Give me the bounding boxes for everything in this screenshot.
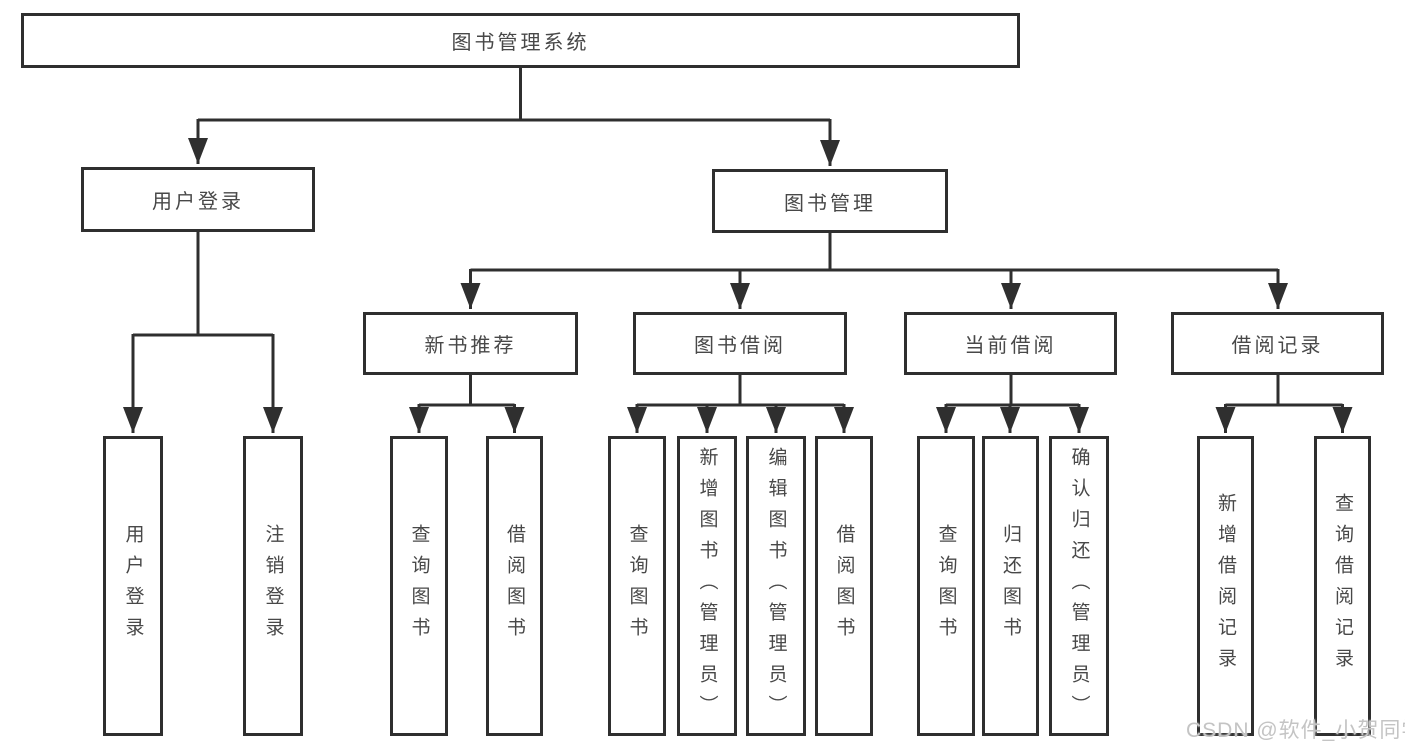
leaf-current-query-books: 查询图书 — [917, 436, 975, 736]
leaf-return-books: 归还图书 — [982, 436, 1039, 736]
leaf-recommend-borrow-books: 借阅图书 — [486, 436, 543, 736]
leaf-add-borrow-record: 新增借阅记录 — [1197, 436, 1254, 736]
node-book-management-label: 图书管理 — [784, 192, 876, 215]
leaf-add-books-admin: 新增图书（管理员） — [677, 436, 737, 736]
leaf-borrow-books: 借阅图书 — [815, 436, 873, 736]
node-new-book-recommend-label: 新书推荐 — [424, 335, 517, 357]
leaf-add-borrow-record-label: 新增借阅记录 — [1215, 493, 1236, 679]
node-book-borrowing: 图书借阅 — [633, 312, 847, 375]
leaf-query-borrow-record-label: 查询借阅记录 — [1332, 493, 1353, 679]
leaf-borrow-query-books-label: 查询图书 — [626, 524, 648, 648]
leaf-recommend-borrow-books-label: 借阅图书 — [504, 524, 525, 648]
leaf-user-login-label: 用户登录 — [122, 524, 144, 648]
node-book-management: 图书管理 — [712, 169, 948, 233]
leaf-recommend-query-books-label: 查询图书 — [408, 524, 430, 648]
leaf-user-login: 用户登录 — [103, 436, 163, 736]
node-user-login-label: 用户登录 — [152, 191, 244, 213]
node-borrowing-records: 借阅记录 — [1171, 312, 1384, 375]
node-root: 图书管理系统 — [21, 13, 1020, 68]
node-user-login: 用户登录 — [81, 167, 315, 232]
node-current-borrowing-label: 当前借阅 — [964, 335, 1057, 357]
node-new-book-recommend: 新书推荐 — [363, 312, 578, 375]
leaf-confirm-return-admin: 确认归还（管理员） — [1049, 436, 1109, 736]
leaf-confirm-return-admin-label: 确认归还（管理员） — [1068, 446, 1090, 726]
leaf-current-query-books-label: 查询图书 — [935, 524, 957, 648]
leaf-edit-books-admin: 编辑图书（管理员） — [746, 436, 806, 736]
leaf-query-borrow-record: 查询借阅记录 — [1314, 436, 1371, 736]
node-root-label: 图书管理系统 — [451, 32, 590, 54]
leaf-add-books-admin-label: 新增图书（管理员） — [696, 446, 718, 726]
leaf-borrow-books-label: 借阅图书 — [833, 524, 855, 648]
node-book-borrowing-label: 图书借阅 — [694, 335, 786, 357]
node-current-borrowing: 当前借阅 — [904, 312, 1117, 375]
leaf-logout: 注销登录 — [243, 436, 303, 736]
leaf-return-books-label: 归还图书 — [1000, 524, 1021, 648]
csdn-watermark: CSDN @软件_小贺同学 — [1186, 719, 1405, 742]
leaf-logout-label: 注销登录 — [262, 524, 284, 648]
leaf-recommend-query-books: 查询图书 — [390, 436, 448, 736]
leaf-edit-books-admin-label: 编辑图书（管理员） — [765, 446, 787, 726]
leaf-borrow-query-books: 查询图书 — [608, 436, 666, 736]
node-borrowing-records-label: 借阅记录 — [1231, 335, 1324, 357]
